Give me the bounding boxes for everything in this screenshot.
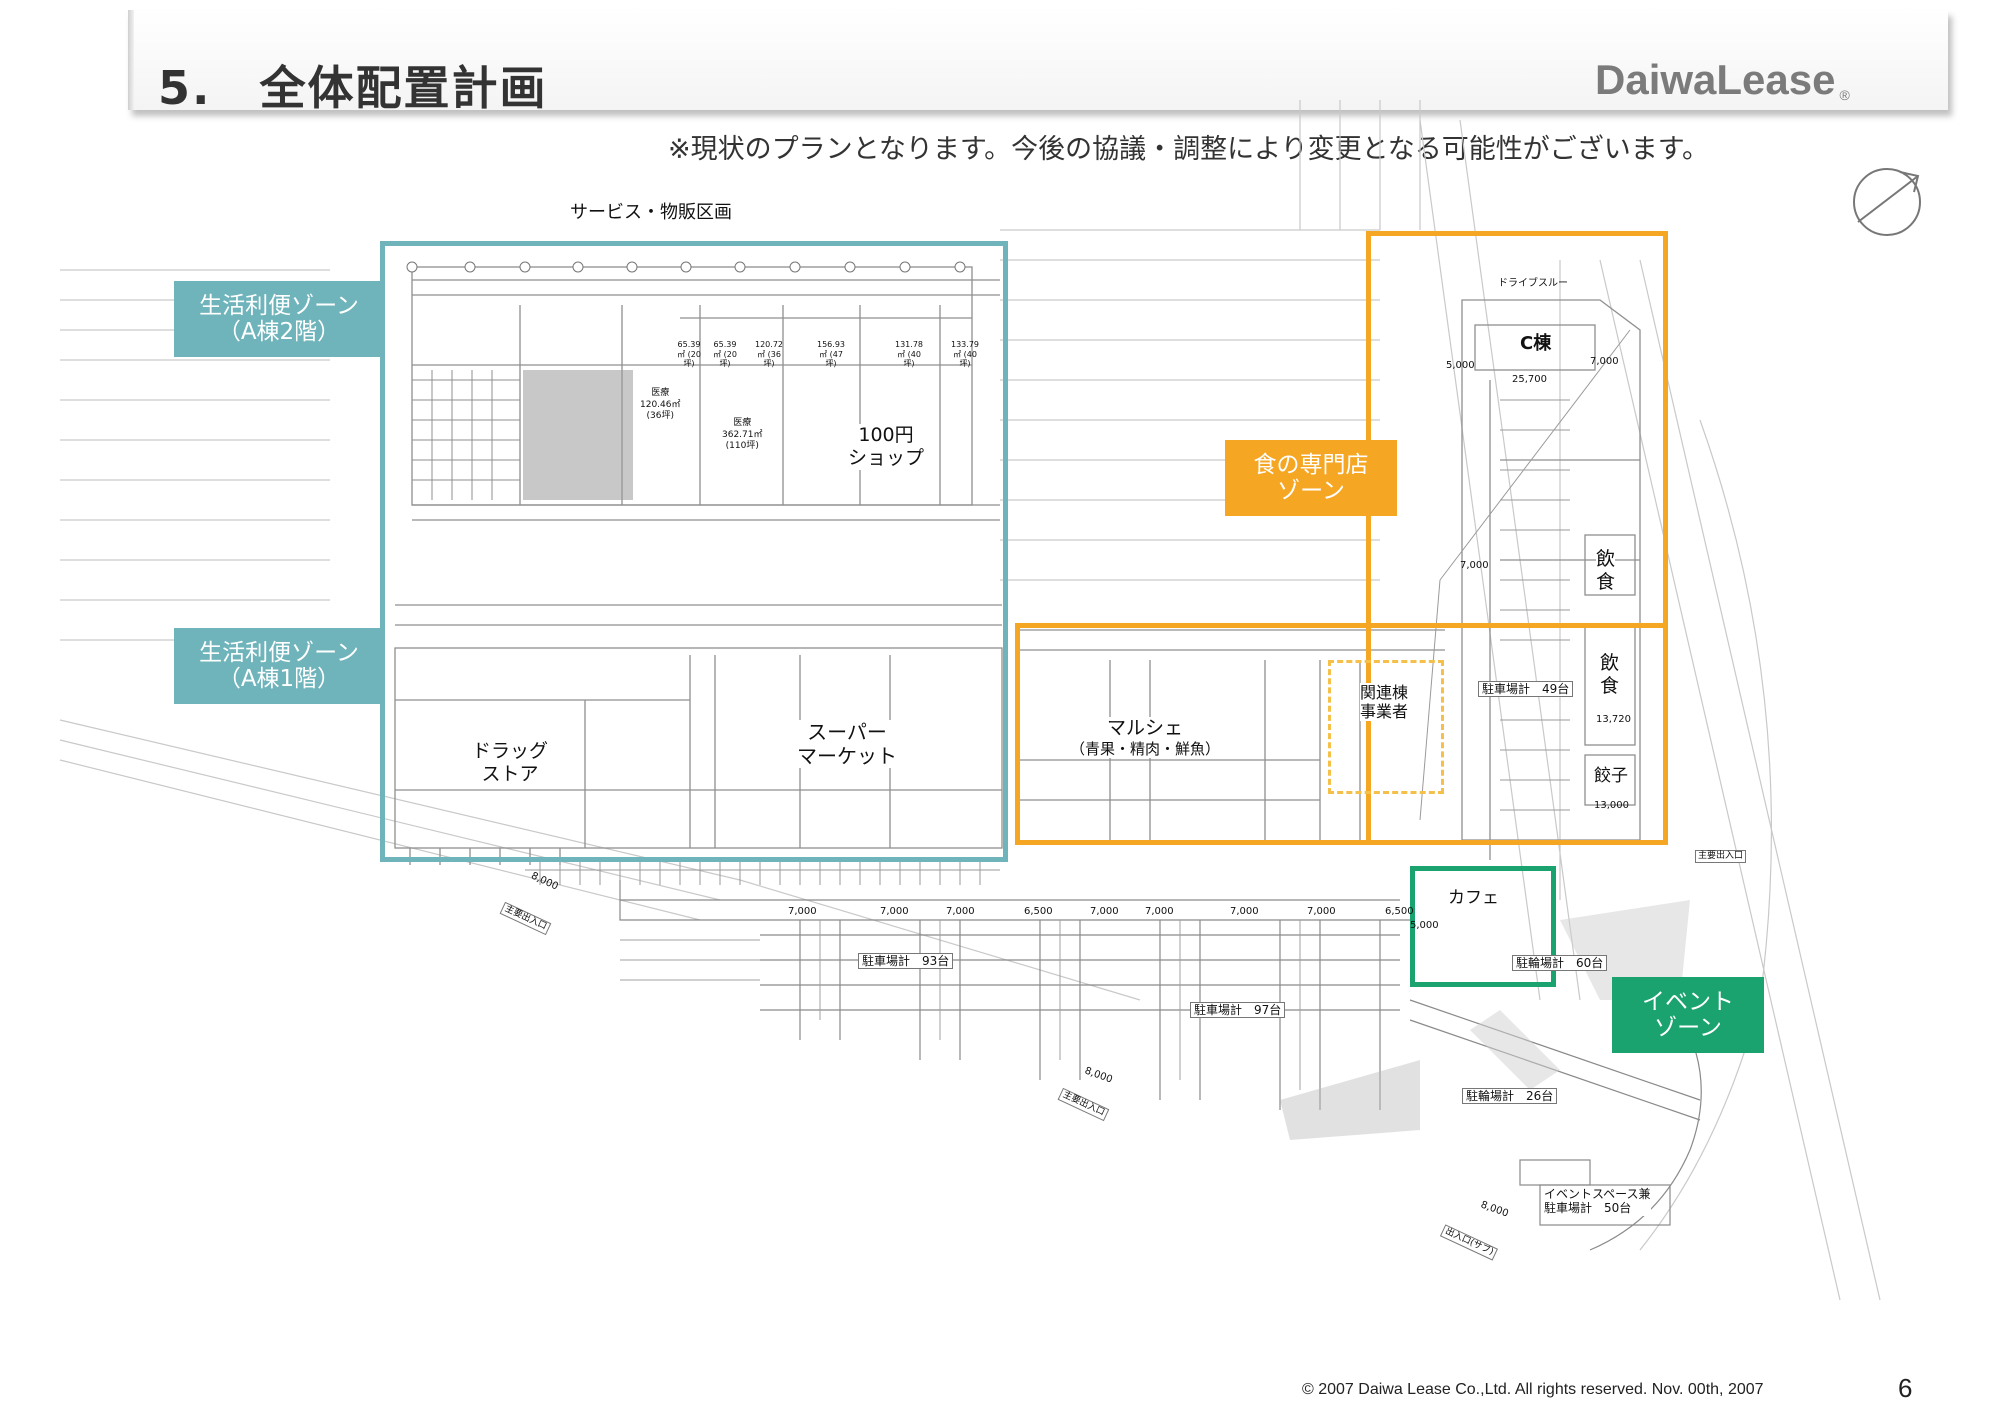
dim-label: 5,000 <box>1446 360 1475 371</box>
label-c-building: C棟 <box>1520 333 1552 354</box>
label-drugstore: ドラッグストア <box>472 740 549 786</box>
copyright-footer: © 2007 Daiwa Lease Co.,Ltd. All rights r… <box>1302 1381 1764 1398</box>
zone-label-food: 食の専門店 ゾーン <box>1225 440 1397 516</box>
unit-area-4: 156.93㎡ (47坪) <box>817 340 845 369</box>
company-logo: DaiwaLease® <box>1595 56 1850 103</box>
zone-label-event: イベント ゾーン <box>1612 977 1764 1053</box>
unit-area-2: 65.39㎡ (20坪) <box>713 340 737 369</box>
north-arrow-icon <box>1853 168 1921 236</box>
unit-area-1: 65.39㎡ (20坪) <box>677 340 701 369</box>
zone-box-kanren <box>1328 660 1444 794</box>
zone-box-event <box>1410 866 1556 987</box>
dim-label: 5,000 <box>1410 920 1439 931</box>
label-parking-97: 駐車場計 97台 <box>1190 1002 1286 1019</box>
zone-box-service <box>380 241 1008 862</box>
label-bicycle-26: 駐輪場計 26台 <box>1462 1088 1558 1105</box>
dim-label: 13,720 <box>1596 714 1631 725</box>
dim-label: 13,000 <box>1594 800 1629 811</box>
page-number: 6 <box>1898 1373 1913 1403</box>
label-main-entrance-right: 主要出入口 <box>1695 850 1747 863</box>
label-kanren: 関連棟事業者 <box>1360 683 1409 722</box>
unit-area-6: 133.79㎡ (40坪) <box>951 340 979 369</box>
title-bar <box>128 10 1948 110</box>
dim-label: 7,000 <box>946 906 975 917</box>
dim-label: 6,500 <box>1385 906 1414 917</box>
page-title: 5. 全体配置計画 <box>158 61 548 115</box>
dim-label: 7,000 <box>1460 560 1489 571</box>
zone-label-a1: 生活利便ゾーン （A棟1階） <box>174 628 384 704</box>
label-cafe: カフェ <box>1448 888 1499 909</box>
label-event-space: イベントスペース兼駐車場計 50台 <box>1544 1187 1651 1216</box>
unit-area-3: 120.72㎡ (36坪) <box>755 340 783 369</box>
plan-note: ※現状のプランとなります。今後の協議・調整により変更となる可能性がございます。 <box>668 134 1710 165</box>
unit-area-5: 131.78㎡ (40坪) <box>895 340 923 369</box>
label-marche: マルシェ（青果・精肉・鮮魚） <box>1070 717 1221 758</box>
dim-label: 7,000 <box>788 906 817 917</box>
label-inshoku-2: 飲食 <box>1600 652 1620 698</box>
dim-label: 7,000 <box>1590 356 1619 367</box>
dim-label: 7,000 <box>1230 906 1259 917</box>
label-parking-93: 駐車場計 93台 <box>858 953 954 970</box>
label-bicycle-60: 駐輪場計 60台 <box>1512 955 1608 972</box>
zone-box-food-upper <box>1366 231 1668 843</box>
dim-label: 7,000 <box>880 906 909 917</box>
label-parking-49: 駐車場計 49台 <box>1478 681 1574 698</box>
dim-label: 25,700 <box>1512 374 1547 385</box>
label-gyoza: 餃子 <box>1594 766 1628 787</box>
label-supermarket: スーパーマーケット <box>797 720 897 768</box>
zone-box-food-lower <box>1015 623 1668 845</box>
dim-label: 7,000 <box>1307 906 1336 917</box>
dim-label: 6,500 <box>1024 906 1053 917</box>
label-drive-thru: ドライブスルー <box>1498 278 1568 289</box>
dim-label: 7,000 <box>1090 906 1119 917</box>
service-zone-caption: サービス・物販区画 <box>570 202 732 223</box>
label-100yen-shop: 100円ショップ <box>848 424 925 470</box>
zone-label-a2: 生活利便ゾーン （A棟2階） <box>174 281 384 357</box>
label-inshoku-1: 飲食 <box>1596 548 1616 594</box>
dim-label: 7,000 <box>1145 906 1174 917</box>
